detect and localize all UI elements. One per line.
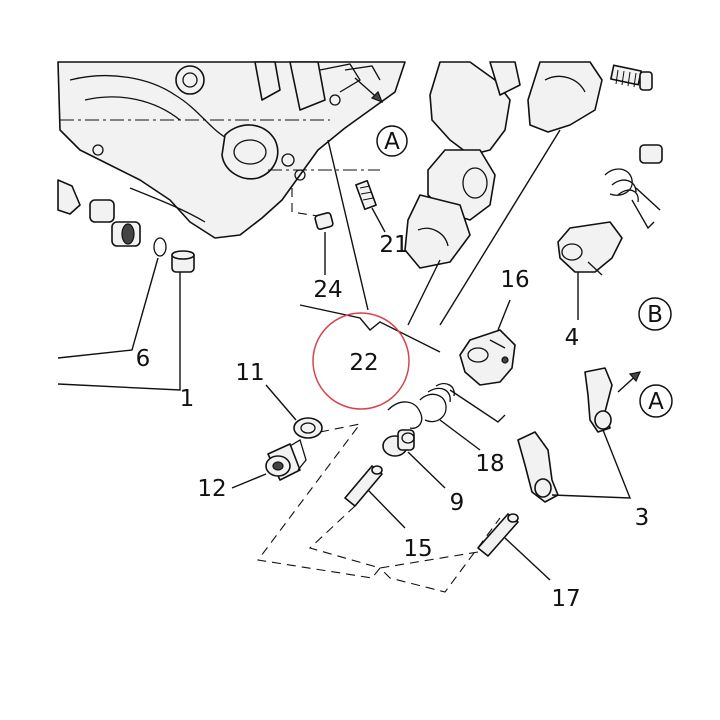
leader-16 (497, 299, 511, 331)
plug-part-left (57, 179, 141, 247)
part-label-16: 16 (500, 267, 529, 293)
cylinder-head-casting (57, 61, 406, 239)
rocker-arm-3-lower (517, 431, 559, 503)
circlip-6 (153, 237, 167, 257)
bolt-top-right (610, 64, 653, 91)
part-label-11: 11 (235, 360, 264, 386)
pin-24-axis (291, 188, 319, 217)
part-label-22: 22 (349, 350, 378, 376)
cam-carrier-shaft (404, 61, 521, 269)
view-a-marker-right: A (639, 384, 673, 418)
rocker-arm-3-upper (584, 367, 613, 433)
part-label-18: 18 (475, 451, 504, 477)
highlight-circle-22 (312, 312, 410, 410)
part-label-9: 9 (450, 490, 465, 516)
kit-bracket-dashed (257, 423, 501, 593)
leader-15 (367, 489, 406, 529)
view-a-marker-top: A (376, 125, 408, 157)
bush-1 (171, 250, 195, 273)
part-label-3: 3 (635, 505, 650, 531)
part-label-6: 6 (136, 346, 151, 372)
leader-3 (551, 429, 632, 499)
part-label-24: 24 (313, 277, 342, 303)
washer-11 (293, 417, 323, 439)
pin-24 (314, 212, 334, 230)
view-a-arrow-top (354, 77, 384, 104)
leader-9 (407, 451, 446, 489)
leader-21 (371, 207, 386, 233)
torsion-spring-18 (387, 382, 506, 429)
stud-21 (355, 179, 377, 211)
part-label-21: 21 (379, 232, 408, 258)
leader-1 (57, 272, 181, 391)
leader-12 (231, 473, 267, 489)
leader-17 (504, 537, 551, 581)
pin-17 (477, 513, 519, 557)
pin-15 (344, 465, 383, 507)
bolt-12 (265, 439, 307, 481)
part-label-1: 1 (180, 386, 195, 412)
view-a-arrow-right (617, 371, 642, 393)
part-label-4: 4 (565, 325, 580, 351)
view-a-marker-right-text: A (648, 389, 664, 415)
spring-upper-right (604, 144, 663, 230)
leader-11 (265, 384, 297, 421)
view-b-marker: B (638, 297, 672, 331)
part-label-12: 12 (197, 476, 226, 502)
part-label-17: 17 (551, 586, 580, 612)
rocker-arm-16 (459, 329, 516, 386)
leader-6 (57, 257, 159, 359)
view-b-marker-text: B (647, 302, 663, 328)
rocker-bracket-top (527, 61, 603, 133)
cap-9 (382, 429, 415, 457)
leader-18 (439, 419, 481, 451)
view-a-marker-top-text: A (384, 129, 400, 155)
part-label-15: 15 (403, 536, 432, 562)
rocker-arm-4 (557, 221, 623, 276)
